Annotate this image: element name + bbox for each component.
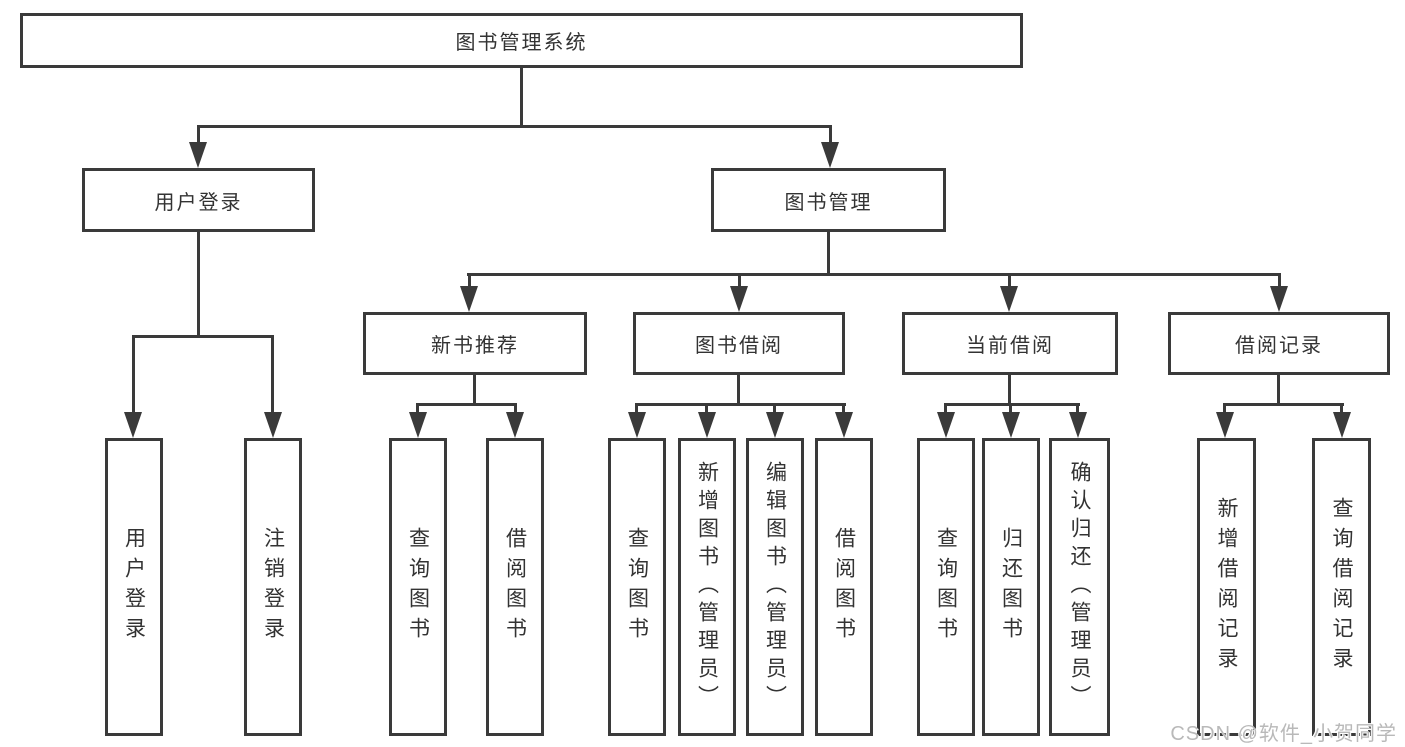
arrow-down-icon bbox=[1270, 286, 1288, 312]
connector-line bbox=[1009, 403, 1012, 415]
watermark: CSDN @软件_小贺同学 bbox=[1170, 723, 1397, 745]
connector-line bbox=[1223, 403, 1344, 406]
connector-line bbox=[197, 125, 832, 128]
leaf-query-books-current: 查询图书 bbox=[917, 438, 975, 736]
connector-line bbox=[738, 273, 741, 289]
arrow-down-icon bbox=[124, 412, 142, 438]
node-borrowing-records-label: 借阅记录 bbox=[1235, 335, 1323, 357]
connector-line bbox=[773, 403, 776, 415]
leaf-query-books-borrowing-label: 查询图书 bbox=[625, 527, 649, 647]
connector-line bbox=[197, 125, 200, 149]
connector-line bbox=[132, 335, 274, 338]
node-book-borrowing-label: 图书借阅 bbox=[695, 335, 783, 357]
leaf-query-books-current-label: 查询图书 bbox=[934, 527, 958, 647]
connector-line bbox=[473, 375, 476, 406]
connector-line bbox=[271, 335, 274, 415]
leaf-return-books: 归还图书 bbox=[982, 438, 1040, 736]
node-current-borrowing-label: 当前借阅 bbox=[966, 335, 1054, 357]
leaf-edit-books-admin: 编辑图书（管理员） bbox=[746, 438, 804, 736]
leaf-edit-books-admin-label: 编辑图书（管理员） bbox=[763, 461, 787, 713]
leaf-user-login: 用户登录 bbox=[105, 438, 163, 736]
leaf-query-borrow-record: 查询借阅记录 bbox=[1312, 438, 1371, 736]
leaf-logout-label: 注销登录 bbox=[261, 527, 285, 647]
node-user-login-label: 用户登录 bbox=[154, 191, 243, 214]
connector-line bbox=[1340, 403, 1343, 415]
leaf-query-books-borrowing: 查询图书 bbox=[608, 438, 666, 736]
connector-line bbox=[737, 375, 740, 406]
node-user-login: 用户登录 bbox=[82, 168, 315, 232]
arrow-down-icon bbox=[821, 142, 839, 168]
node-root: 图书管理系统 bbox=[20, 13, 1023, 68]
leaf-add-borrow-record: 新增借阅记录 bbox=[1197, 438, 1256, 736]
connector-line bbox=[416, 403, 517, 406]
connector-line bbox=[468, 273, 471, 289]
leaf-return-books-label: 归还图书 bbox=[999, 527, 1023, 647]
arrow-down-icon bbox=[1002, 412, 1020, 438]
node-book-management-label: 图书管理 bbox=[784, 191, 873, 214]
leaf-borrow-books-recommend: 借阅图书 bbox=[486, 438, 544, 736]
arrow-down-icon bbox=[628, 412, 646, 438]
leaf-borrow-books-recommend-label: 借阅图书 bbox=[503, 527, 527, 647]
node-current-borrowing: 当前借阅 bbox=[902, 312, 1118, 375]
connector-line bbox=[1278, 273, 1281, 289]
node-root-label: 图书管理系统 bbox=[455, 32, 588, 54]
arrow-down-icon bbox=[835, 412, 853, 438]
node-book-borrowing: 图书借阅 bbox=[633, 312, 845, 375]
arrow-down-icon bbox=[1069, 412, 1087, 438]
leaf-borrow-books: 借阅图书 bbox=[815, 438, 873, 736]
connector-line bbox=[635, 403, 846, 406]
node-new-book-recommend: 新书推荐 bbox=[363, 312, 587, 375]
connector-line bbox=[829, 125, 832, 149]
connector-line bbox=[1008, 375, 1011, 406]
leaf-add-books-admin: 新增图书（管理员） bbox=[678, 438, 736, 736]
connector-line bbox=[467, 273, 1281, 276]
connector-line bbox=[416, 403, 419, 415]
arrow-down-icon bbox=[1216, 412, 1234, 438]
connector-line bbox=[520, 68, 523, 128]
node-book-management: 图书管理 bbox=[711, 168, 946, 232]
arrow-down-icon bbox=[1000, 286, 1018, 312]
arrow-down-icon bbox=[937, 412, 955, 438]
connector-line bbox=[1223, 403, 1226, 415]
node-new-book-recommend-label: 新书推荐 bbox=[431, 335, 519, 357]
leaf-logout: 注销登录 bbox=[244, 438, 302, 736]
connector-line bbox=[1008, 273, 1011, 289]
connector-line bbox=[944, 403, 1080, 406]
leaf-add-borrow-record-label: 新增借阅记录 bbox=[1215, 497, 1239, 677]
arrow-down-icon bbox=[766, 412, 784, 438]
leaf-add-books-admin-label: 新增图书（管理员） bbox=[695, 461, 719, 713]
connector-line bbox=[1076, 403, 1079, 415]
arrow-down-icon bbox=[506, 412, 524, 438]
arrow-down-icon bbox=[189, 142, 207, 168]
arrow-down-icon bbox=[1333, 412, 1351, 438]
leaf-user-login-label: 用户登录 bbox=[122, 527, 146, 647]
node-borrowing-records: 借阅记录 bbox=[1168, 312, 1390, 375]
connector-line bbox=[944, 403, 947, 415]
leaf-query-borrow-record-label: 查询借阅记录 bbox=[1330, 497, 1354, 677]
leaf-confirm-return-admin: 确认归还（管理员） bbox=[1049, 438, 1110, 736]
arrow-down-icon bbox=[698, 412, 716, 438]
arrow-down-icon bbox=[264, 412, 282, 438]
leaf-confirm-return-admin-label: 确认归还（管理员） bbox=[1068, 461, 1092, 713]
connector-line bbox=[827, 232, 830, 276]
arrow-down-icon bbox=[460, 286, 478, 312]
arrow-down-icon bbox=[409, 412, 427, 438]
connector-line bbox=[197, 232, 200, 338]
leaf-borrow-books-label: 借阅图书 bbox=[832, 527, 856, 647]
connector-line bbox=[842, 403, 845, 415]
arrow-down-icon bbox=[730, 286, 748, 312]
connector-line bbox=[132, 335, 135, 415]
connector-line bbox=[1277, 375, 1280, 406]
connector-line bbox=[705, 403, 708, 415]
connector-line bbox=[635, 403, 638, 415]
leaf-query-books-recommend-label: 查询图书 bbox=[406, 527, 430, 647]
leaf-query-books-recommend: 查询图书 bbox=[389, 438, 447, 736]
connector-line bbox=[514, 403, 517, 415]
